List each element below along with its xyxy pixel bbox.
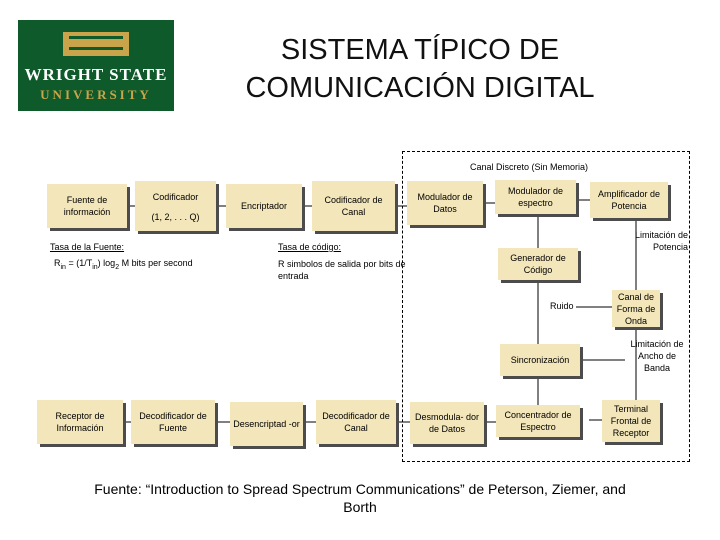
modulador-datos-box: Modulador de Datos xyxy=(407,181,483,225)
canal-discreto-region xyxy=(402,151,690,462)
concentrador-espectro-box: Concentrador de Espectro xyxy=(496,405,580,437)
decodificador-fuente-label: Decodificador de Fuente xyxy=(139,411,207,433)
encriptador-label: Encriptador xyxy=(240,201,288,211)
formula-tasa-fuente: Rin = (1/Tin) log2 M bits per second xyxy=(54,258,193,271)
codificador-label: Codificador xyxy=(152,192,199,202)
tasa-codigo-desc: R simbolos de salida por bits de entrada xyxy=(278,259,406,281)
tasa-fuente-label: Tasa de la Fuente: xyxy=(50,242,125,252)
tasa-codigo-label: Tasa de código: xyxy=(278,242,342,252)
canal-forma-onda-label: Canal de Forma de Onda xyxy=(616,291,656,326)
fuente-informacion-box: Fuente de información xyxy=(47,184,127,228)
codificador-range: (1, 2, . . . Q) xyxy=(151,212,200,222)
encriptador-box: Encriptador xyxy=(226,184,302,228)
desencriptador-label: Desencriptad -or xyxy=(233,419,300,429)
amplificador-potencia-label: Amplificador de Potencia xyxy=(597,189,661,211)
logo-line-2: UNIVERSITY xyxy=(40,87,152,102)
sincronizacion-label: Sincronización xyxy=(510,355,570,365)
desmodulador-datos-box: Desmodula- dor de Datos xyxy=(410,402,484,444)
receptor-informacion-box: Receptor de Información xyxy=(37,400,123,444)
modulador-datos-label: Modulador de Datos xyxy=(417,192,473,214)
canal-discreto-label: Canal Discreto (Sin Memoria) xyxy=(470,162,589,172)
desencriptador-box: Desencriptad -or xyxy=(230,402,303,446)
amplificador-potencia-box: Amplificador de Potencia xyxy=(590,182,668,218)
receptor-informacion-label: Receptor de Información xyxy=(55,411,105,433)
generador-codigo-box: Generador de Código xyxy=(498,248,578,280)
wright-flyer-icon xyxy=(63,32,129,56)
sincronizacion-box: Sincronización xyxy=(500,344,580,376)
decodificador-canal-box: Decodificador de Canal xyxy=(316,400,396,444)
ruido-label: Ruido xyxy=(550,301,574,311)
university-logo: WRIGHT STATE UNIVERSITY xyxy=(18,20,174,111)
codificador-canal-box: Codificador de Canal xyxy=(312,181,395,231)
desmodulador-datos-label: Desmodula- dor de Datos xyxy=(414,412,480,434)
source-citation: Fuente: “Introduction to Spread Spectrum… xyxy=(94,481,626,515)
logo-line-1: WRIGHT STATE xyxy=(24,65,168,84)
codificador-canal-label: Codificador de Canal xyxy=(324,195,383,217)
limitacion-ancho-banda-label: Limitación de Ancho de Banda xyxy=(630,339,684,373)
concentrador-espectro-label: Concentrador de Espectro xyxy=(504,410,572,432)
modulador-espectro-label: Modulador de espectro xyxy=(507,186,564,208)
modulador-espectro-box: Modulador de espectro xyxy=(495,180,576,214)
slide-title-line-1: SISTEMA TÍPICO DE xyxy=(280,34,560,66)
fuente-informacion-label: Fuente de información xyxy=(63,195,111,217)
terminal-frontal-label: Terminal Frontal de Receptor xyxy=(610,404,652,438)
decodificador-canal-label: Decodificador de Canal xyxy=(322,411,390,433)
limitacion-potencia-label: Limitación de Potencia xyxy=(634,230,688,252)
generador-codigo-label: Generador de Código xyxy=(510,253,566,275)
slide-title-line-2: COMUNICACIÓN DIGITAL xyxy=(245,72,595,104)
terminal-frontal-box: Terminal Frontal de Receptor xyxy=(602,400,660,442)
codificador-box: Codificador (1, 2, . . . Q) xyxy=(135,181,216,231)
decodificador-fuente-box: Decodificador de Fuente xyxy=(131,400,215,444)
canal-forma-onda-box: Canal de Forma de Onda xyxy=(612,290,660,327)
